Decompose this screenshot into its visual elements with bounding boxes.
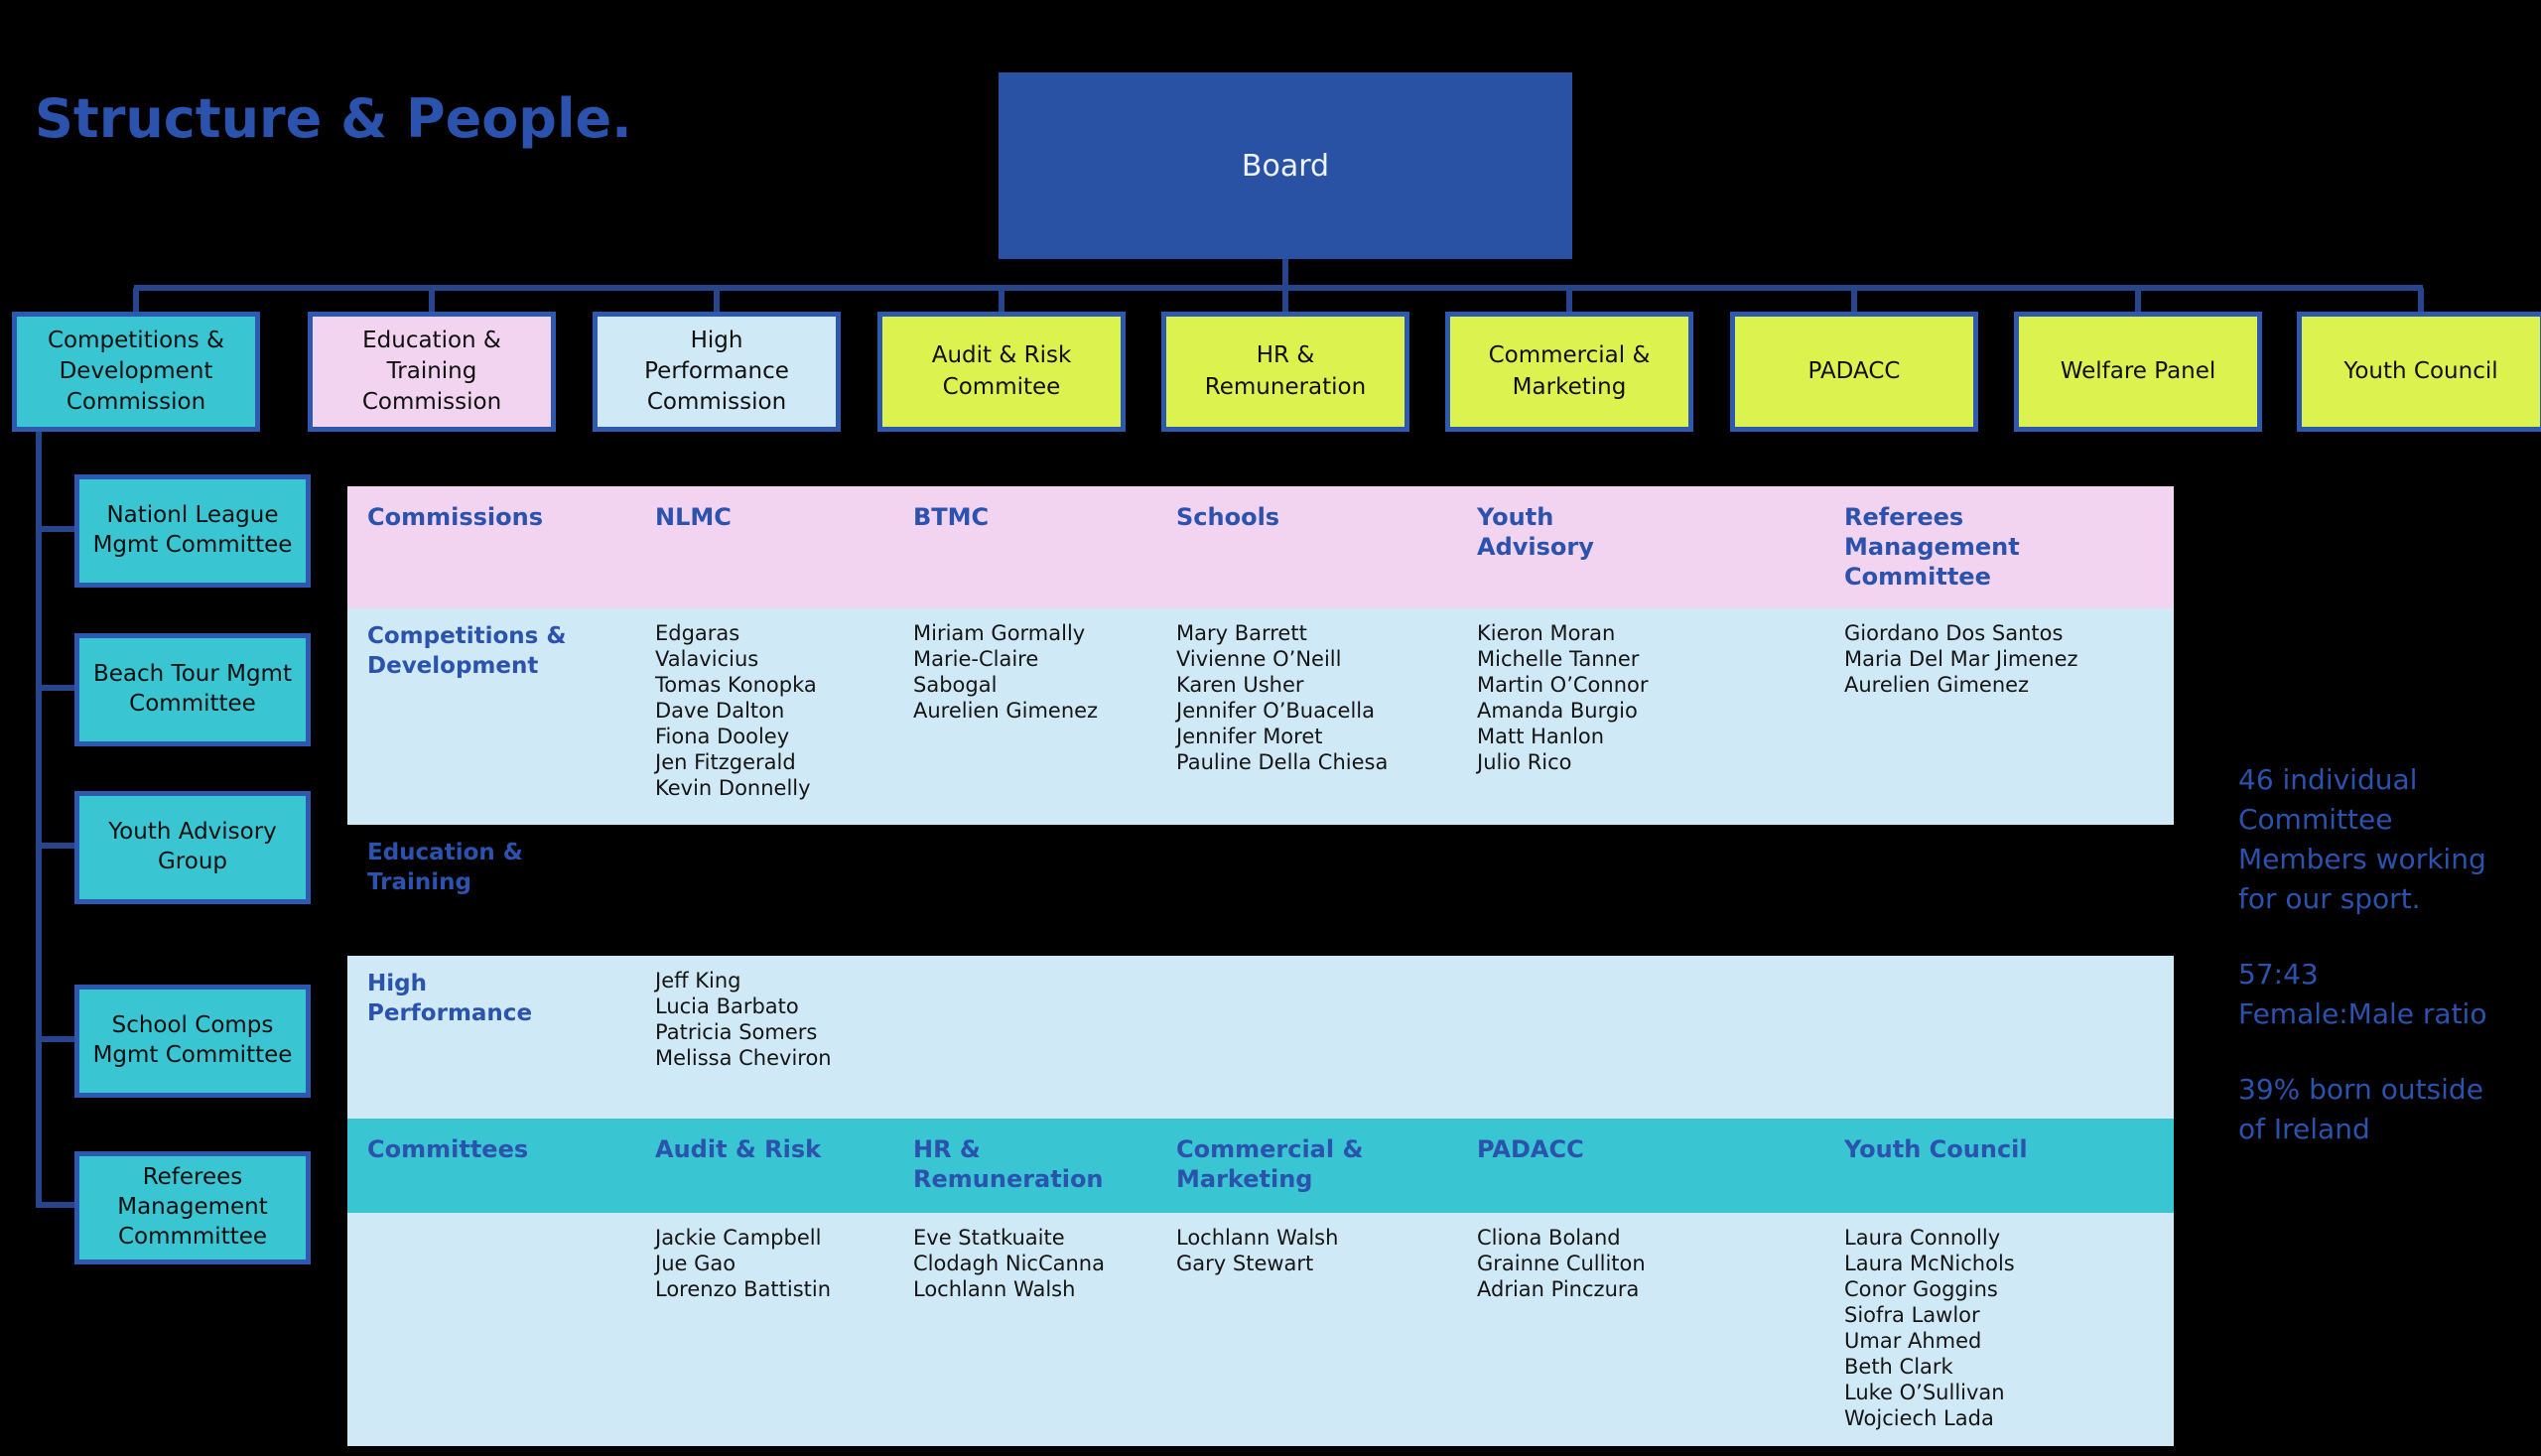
box-beach-tour-mgmt-committee: Beach Tour Mgmt Committee — [74, 633, 311, 746]
connector-left-stub — [36, 843, 74, 849]
row-label-competitions-development: Competitions & Development — [367, 623, 567, 679]
board-box: Board — [999, 72, 1572, 259]
page-title: Structure & People. — [35, 87, 632, 150]
connector-left-stub — [36, 1202, 74, 1208]
box-welfare-panel: Welfare Panel — [2014, 312, 2262, 432]
box-padacc: PADACC — [1730, 312, 1978, 432]
column-header-nlmc: NLMC — [655, 503, 732, 531]
box-label: Education & Training Commission — [361, 327, 502, 416]
connector-stub — [2135, 288, 2141, 314]
connector-stub — [1851, 288, 1857, 314]
column-header-padacc: PADACC — [1477, 1135, 1584, 1163]
row-label-education-training: Education & Training — [367, 840, 523, 895]
committees-header-row: Committees Audit & Risk HR & Remuneratio… — [347, 1119, 2174, 1213]
box-hr-remuneration: HR & Remuneration — [1161, 312, 1409, 432]
box-audit-risk-committee: Audit & Risk Commitee — [877, 312, 1126, 432]
box-label: Audit & Risk Commitee — [931, 342, 1072, 400]
box-competitions-development-commission: Competitions & Development Commission — [12, 312, 260, 432]
box-label: Nationl League Mgmt Committee — [92, 502, 293, 558]
box-label: Youth Council — [2343, 357, 2498, 384]
education-training-row: Education & Training — [347, 825, 2174, 956]
column-header-hr-remuneration: HR & Remuneration — [913, 1135, 1104, 1193]
column-header-commercial-marketing: Commercial & Marketing — [1176, 1135, 1364, 1193]
connector-stub — [1282, 288, 1288, 314]
box-label: Welfare Panel — [2060, 357, 2216, 384]
members-table: Commissions NLMC BTMC Schools Youth Advi… — [347, 486, 2174, 1446]
commissions-header-row: Commissions NLMC BTMC Schools Youth Advi… — [347, 486, 2174, 608]
connector-stub — [429, 288, 435, 314]
box-label: School Comps Mgmt Committee — [92, 1012, 293, 1068]
connector-stub — [2418, 288, 2424, 314]
box-label: PADACC — [1807, 357, 1901, 384]
box-label: Beach Tour Mgmt Committee — [93, 661, 292, 717]
column-header-schools: Schools — [1176, 503, 1280, 531]
box-high-performance-commission: High Performance Commission — [593, 312, 841, 432]
row-label-high-performance: High Performance — [367, 971, 533, 1026]
box-national-league-mgmt-committee: Nationl League Mgmt Committee — [74, 474, 311, 588]
connector-stub — [999, 288, 1004, 314]
column-header-youth-advisory: Youth Advisory — [1477, 503, 1594, 561]
board-label: Board — [1241, 148, 1330, 184]
box-label: Youth Advisory Group — [108, 819, 277, 874]
column-header-referees-mgmt: Referees Management Committee — [1844, 503, 2020, 591]
connector-stub — [1566, 288, 1572, 314]
connector-stub — [133, 288, 139, 314]
column-header-committees: Committees — [367, 1135, 529, 1163]
box-school-comps-mgmt-committee: School Comps Mgmt Committee — [74, 985, 311, 1098]
box-label: Referees Management Commmittee — [117, 1164, 268, 1250]
connector-left-stub — [36, 526, 74, 532]
box-commercial-marketing: Commercial & Marketing — [1445, 312, 1693, 432]
column-header-btmc: BTMC — [913, 503, 990, 531]
connector-left-stub — [36, 685, 74, 691]
box-label: HR & Remuneration — [1204, 342, 1367, 400]
box-label: Competitions & Development Commission — [48, 327, 224, 416]
connector-board-stub — [1282, 259, 1288, 288]
connector-stub — [714, 288, 720, 314]
column-header-commissions: Commissions — [367, 503, 543, 531]
box-referees-management-committee: Referees Management Commmittee — [74, 1151, 311, 1264]
box-education-training-commission: Education & Training Commission — [308, 312, 556, 432]
column-header-audit-risk: Audit & Risk — [655, 1135, 822, 1163]
box-youth-advisory-group: Youth Advisory Group — [74, 791, 311, 904]
connector-left-stub — [36, 1036, 74, 1042]
box-label: Commercial & Marketing — [1488, 342, 1651, 400]
column-header-youth-council: Youth Council — [1844, 1135, 2028, 1163]
box-youth-council: Youth Council — [2297, 312, 2541, 432]
connector-horizontal-line — [134, 285, 2423, 291]
box-label: High Performance Commission — [644, 327, 789, 416]
connector-left-vertical — [36, 432, 42, 1208]
